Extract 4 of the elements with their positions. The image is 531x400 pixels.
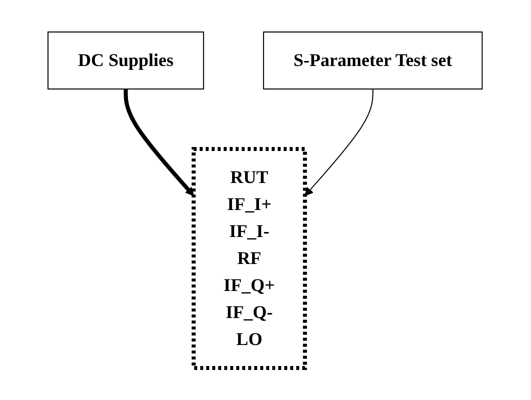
node-box: S-Parameter Test set xyxy=(263,32,484,90)
node-box: DC Supplies xyxy=(48,32,204,90)
arrow xyxy=(124,89,194,196)
node-box: RUT IF_I+ IF_I- RF IF_Q+ IF_Q- LO xyxy=(192,147,308,370)
